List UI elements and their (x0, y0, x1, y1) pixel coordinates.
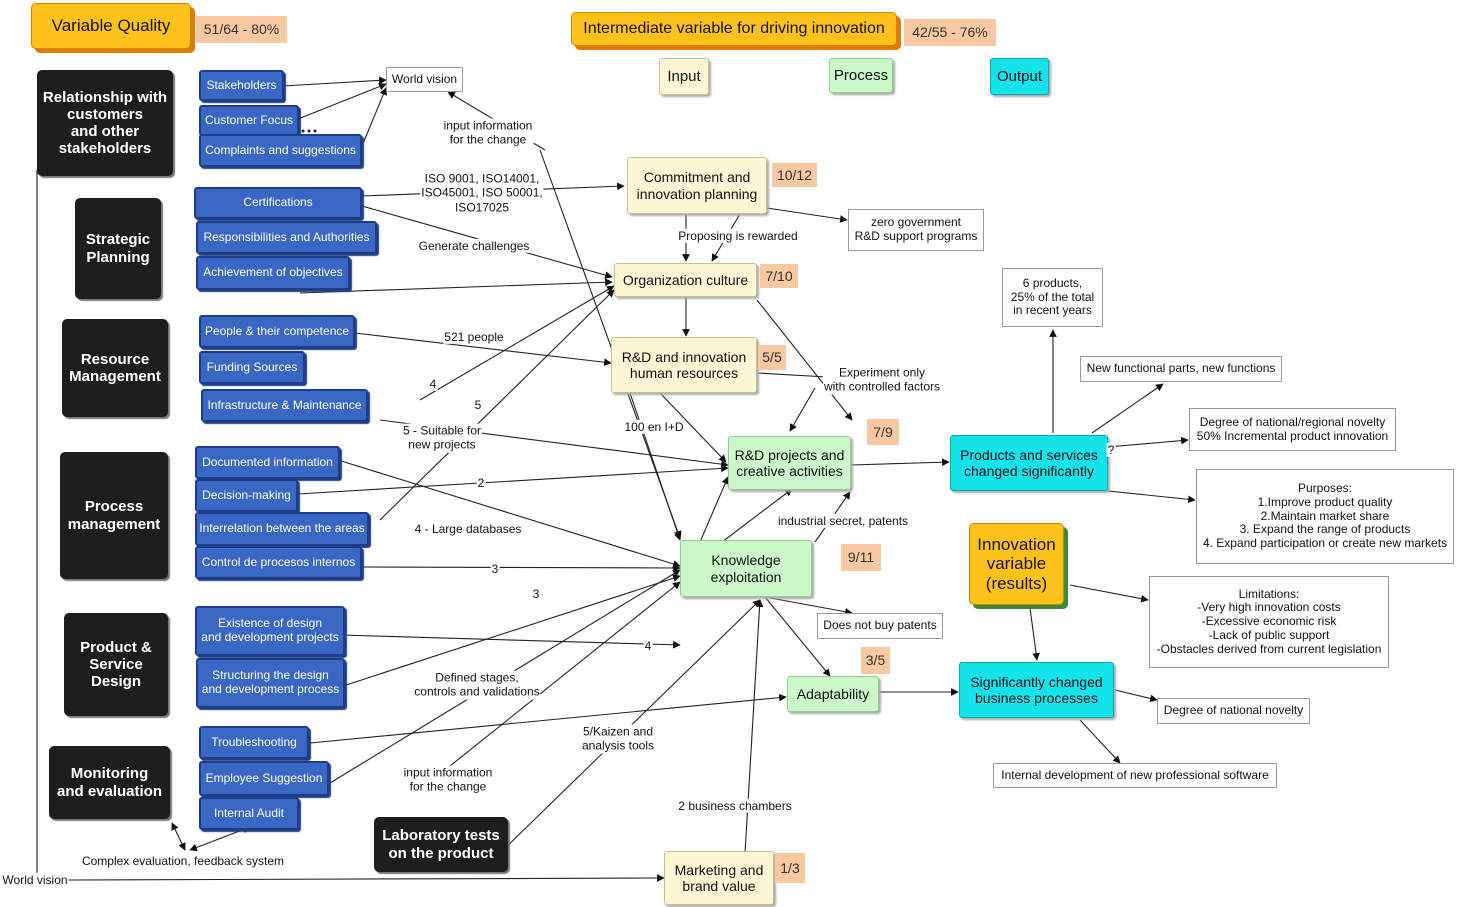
legend-output: Output (990, 58, 1049, 95)
label-proposing-rewarded: Proposing is rewarded (677, 228, 799, 244)
category-process-management: Process management (60, 452, 168, 579)
item-customer-focus: Customer Focus (199, 105, 299, 136)
label-generate-challenges: Generate challenges (417, 238, 531, 254)
category-product-service-design: Product & Service Design (64, 613, 168, 716)
label-five-a: 5 (473, 397, 483, 413)
item-funding-sources: Funding Sources (199, 351, 305, 384)
node-knowledge-exploitation: Knowledge exploitation (680, 540, 812, 597)
item-achievement-objectives: Achievement of objectives (196, 256, 350, 290)
label-experiment-controlled: Experiment only with controlled factors (822, 365, 942, 395)
label-industrial-secret: industrial secret, patents (776, 513, 910, 529)
node-commitment-planning: Commitment and innovation planning (627, 157, 767, 214)
item-people-competence: People & their competence (199, 315, 355, 348)
score-projects: 7/9 (867, 419, 899, 445)
item-responsibilities: Responsibilities and Authorities (196, 221, 377, 254)
node-products-services-changed: Products and services changed significan… (950, 435, 1108, 491)
intermediate-variable-title: Intermediate variable for driving innova… (571, 12, 897, 46)
note-purposes: Purposes: 1.Improve product quality 2.Ma… (1196, 469, 1454, 564)
item-certifications: Certifications (194, 187, 362, 219)
item-interrelation-areas: Interrelation between the areas (195, 512, 369, 546)
note-does-not-buy-patents: Does not buy patents (817, 613, 943, 639)
score-culture: 7/10 (760, 264, 798, 288)
note-degree-novelty: Degree of national/regional novelty 50% … (1189, 408, 1396, 451)
label-kaizen: 5/Kaizen and analysis tools (580, 724, 656, 754)
score-adaptability: 3/5 (861, 647, 890, 674)
label-input-info-top: input information for the change (442, 118, 534, 148)
category-resource-management: Resource Management (62, 319, 168, 417)
score-commitment: 10/12 (772, 163, 817, 187)
item-existence-design-projects: Existence of design and development proj… (195, 606, 345, 656)
node-rd-human-resources: R&D and innovation human resources (611, 337, 757, 393)
label-521-people: 521 people (443, 329, 505, 345)
label-input-info-bottom: input information for the change (402, 765, 494, 795)
legend-input: Input (659, 58, 709, 95)
item-employee-suggestion: Employee Suggestion (199, 761, 329, 796)
node-rd-projects: R&D projects and creative activities (728, 436, 851, 490)
node-organization-culture: Organization culture (614, 263, 757, 297)
item-internal-audit: Internal Audit (199, 797, 299, 830)
item-stakeholders: Stakeholders (199, 70, 284, 101)
score-hr: 5/5 (758, 345, 786, 370)
node-marketing-brand: Marketing and brand value (664, 851, 774, 905)
item-troubleshooting: Troubleshooting (199, 726, 309, 759)
category-monitoring-evaluation: Monitoring and evaluation (49, 746, 170, 819)
legend-process: Process (829, 58, 893, 93)
note-limitations: Limitations: -Very high innovation costs… (1149, 576, 1389, 668)
label-suitable-projects: 5 - Suitable for new projects (401, 423, 483, 453)
intermediate-variable-score: 42/55 - 76% (904, 19, 996, 46)
variable-quality-score: 51/64 - 80% (196, 16, 287, 43)
label-three-b: 3 (531, 586, 541, 602)
label-question: ? (1106, 442, 1116, 458)
note-six-products: 6 products, 25% of the total in recent y… (1002, 268, 1103, 327)
label-three-a: 3 (490, 561, 500, 577)
label-two: 2 (476, 475, 486, 491)
innovation-variable-results: Innovation variable (results) (969, 523, 1064, 605)
category-laboratory-tests: Laboratory tests on the product (374, 817, 508, 872)
item-documented-information: Documented information (195, 446, 340, 479)
label-iso-standards: ISO 9001, ISO14001, ISO45001, ISO 50001,… (420, 171, 544, 215)
label-complex-evaluation: Complex evaluation, feedback system (80, 853, 286, 869)
label-defined-stages: Defined stages, controls and validations (413, 670, 541, 700)
note-degree-national-novelty: Degree of national novelty (1157, 698, 1310, 724)
note-new-functional-parts: New functional parts, new functions (1080, 356, 1282, 382)
label-four-a: 4 (428, 376, 438, 392)
note-zero-government: zero government R&D support programs (848, 209, 984, 251)
item-decision-making: Decision-making (195, 479, 298, 512)
item-infrastructure-maintenance: Infrastructure & Maintenance (201, 389, 368, 422)
item-complaints-suggestions: Complaints and suggestions (199, 134, 362, 167)
note-world-vision-top: World vision (386, 67, 463, 92)
node-adaptability: Adaptability (787, 676, 879, 712)
category-relationship: Relationship with customers and other st… (37, 70, 173, 176)
note-internal-development: Internal development of new professional… (993, 763, 1277, 788)
label-world-vision-bottom: World vision (1, 872, 69, 888)
label-four-b: 4 (643, 638, 653, 654)
label-large-databases: 4 - Large databases (413, 521, 523, 537)
label-business-chambers: 2 business chambers (677, 798, 793, 814)
node-business-processes-changed: Significantly changed business processes (959, 662, 1114, 718)
item-control-procesos: Control de procesos internos (195, 546, 362, 579)
item-structuring-design-process: Structuring the design and development p… (196, 658, 345, 708)
category-strategic-planning: Strategic Planning (75, 198, 161, 299)
variable-quality-title: Variable Quality (31, 3, 191, 49)
score-marketing: 1/3 (775, 853, 805, 883)
score-knowledge: 9/11 (841, 544, 881, 571)
label-100-id: 100 en I+D (623, 419, 685, 435)
